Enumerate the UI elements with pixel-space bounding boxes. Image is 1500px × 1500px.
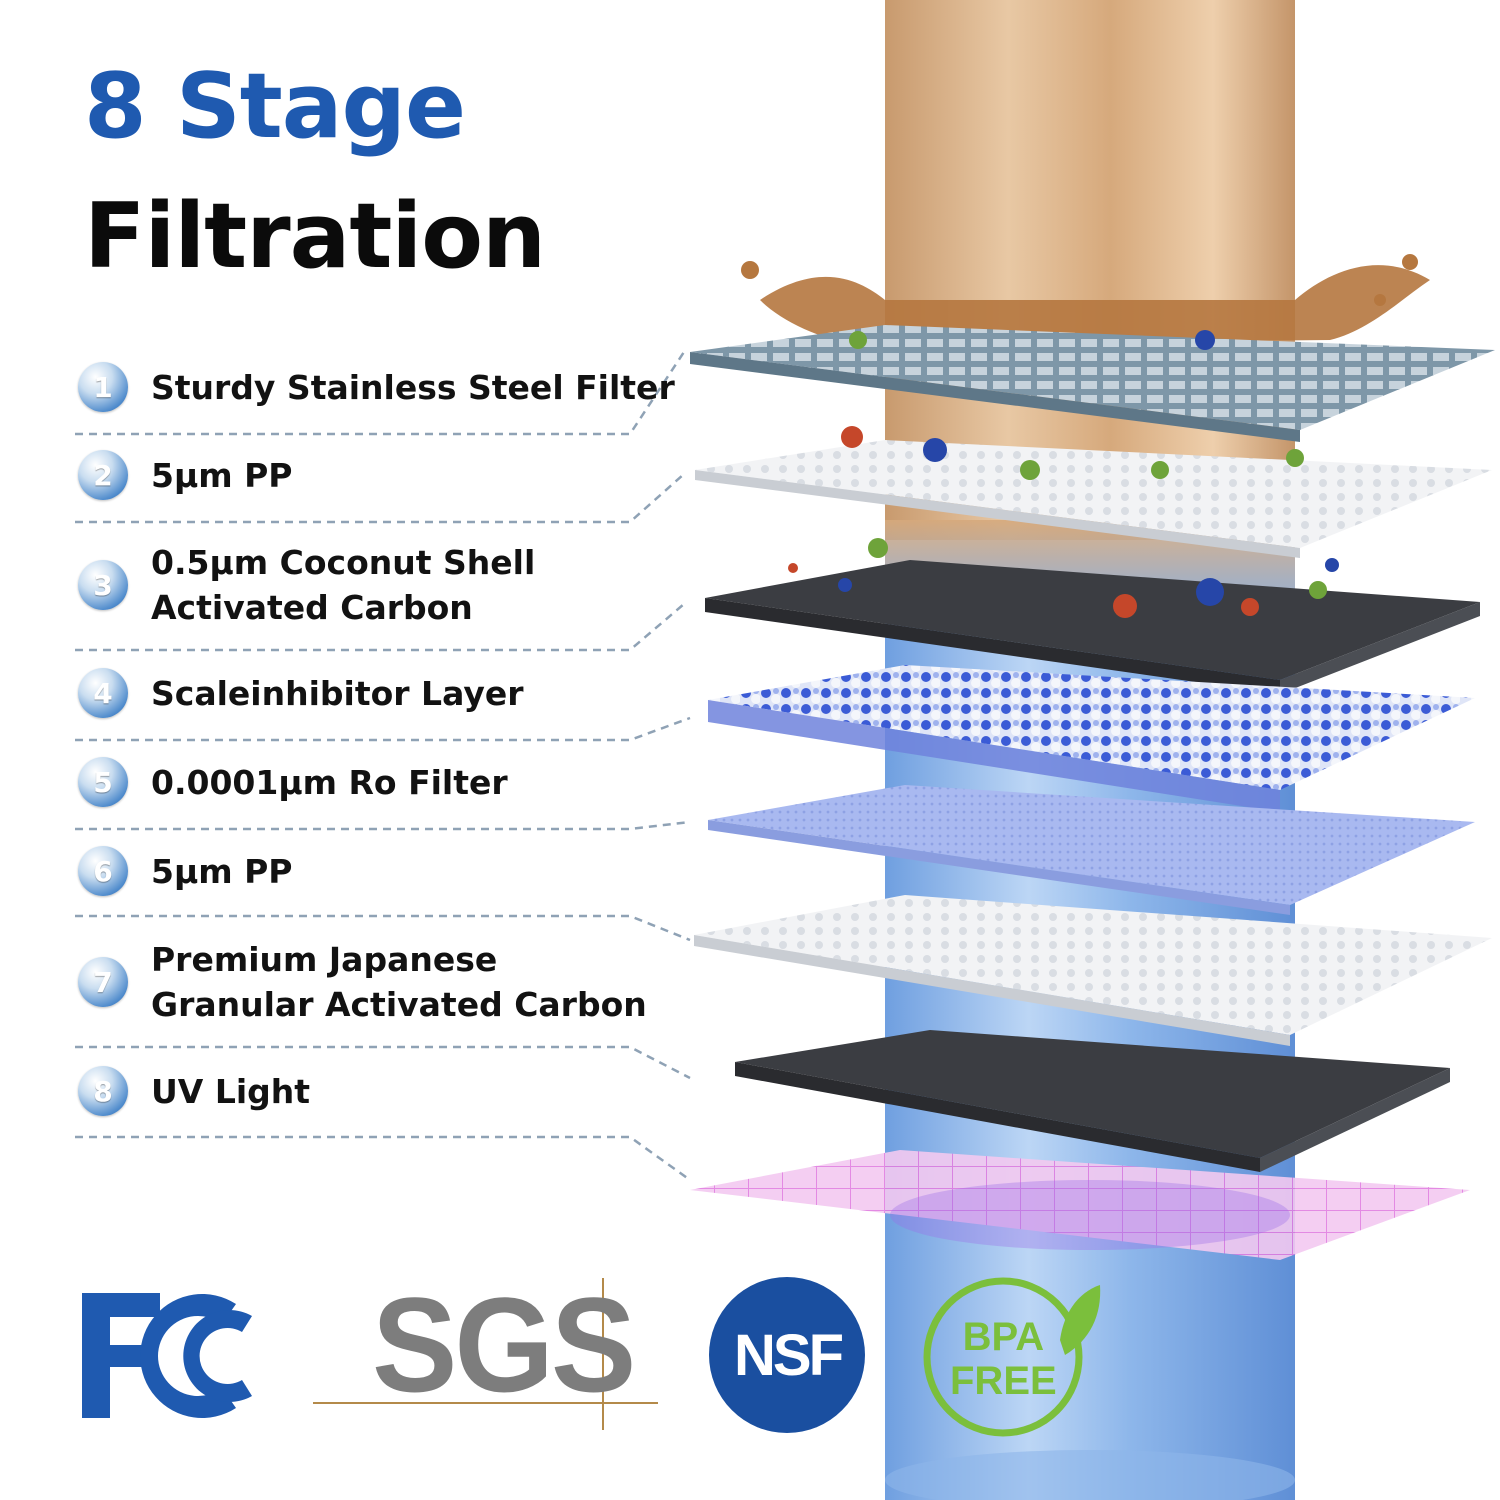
bpa-line2: FREE (950, 1359, 1057, 1403)
bpa-line1: BPA (962, 1315, 1045, 1359)
fcc-logo (82, 1293, 252, 1418)
stage-number-badge: 4 (78, 668, 128, 718)
stage-label: UV Light (151, 1069, 310, 1114)
stage-label-line1: UV Light (151, 1071, 311, 1111)
stage-item-6: 6 5µm PP (78, 846, 293, 896)
stage-number-badge: 6 (78, 846, 128, 896)
stage-item-5: 5 0.0001µm Ro Filter (78, 757, 508, 807)
stage-number-badge: 7 (78, 957, 128, 1007)
stage-label: Scaleinhibitor Layer (151, 671, 524, 716)
stage-label: 0.5µm Coconut Shell Activated Carbon (151, 540, 535, 630)
title-line-2: Filtration (84, 184, 546, 289)
stage-label: 5µm PP (151, 453, 293, 498)
bpa-free-logo: BPA FREE (950, 1315, 1057, 1403)
stage-label: 5µm PP (151, 849, 293, 894)
sgs-logo: SGS (372, 1270, 636, 1421)
stage-label: Sturdy Stainless Steel Filter (151, 365, 675, 410)
stage-label-line1: Sturdy Stainless Steel Filter (151, 367, 675, 407)
stage-number-badge: 1 (78, 362, 128, 412)
stage-item-8: 8 UV Light (78, 1066, 310, 1116)
stage-number-badge: 8 (78, 1066, 128, 1116)
stage-label: Premium Japanese Granular Activated Carb… (151, 937, 647, 1027)
stage-label-line1: 0.5µm Coconut Shell (151, 543, 536, 582)
stage-label-line1: 0.0001µm Ro Filter (151, 762, 508, 802)
stage-number-badge: 2 (78, 450, 128, 500)
stage-number-badge: 3 (78, 560, 128, 610)
stage-label: 0.0001µm Ro Filter (151, 760, 508, 805)
stage-item-2: 2 5µm PP (78, 450, 293, 500)
stage-label-line1: 5µm PP (151, 851, 293, 891)
nsf-logo: NSF (734, 1323, 844, 1388)
stage-number-badge: 5 (78, 757, 128, 807)
stage-label-line1: Premium Japanese (151, 940, 498, 979)
stage-label-line2: Activated Carbon (151, 588, 473, 627)
title-line-1: 8 Stage (84, 54, 466, 159)
stage-item-1: 1 Sturdy Stainless Steel Filter (78, 362, 675, 412)
stage-item-7: 7 Premium Japanese Granular Activated Ca… (78, 937, 647, 1027)
stage-label-line1: Scaleinhibitor Layer (151, 673, 524, 713)
stage-label-line2: Granular Activated Carbon (151, 985, 647, 1024)
stage-item-4: 4 Scaleinhibitor Layer (78, 668, 524, 718)
stage-label-line1: 5µm PP (151, 455, 293, 495)
stage-item-3: 3 0.5µm Coconut Shell Activated Carbon (78, 540, 535, 630)
